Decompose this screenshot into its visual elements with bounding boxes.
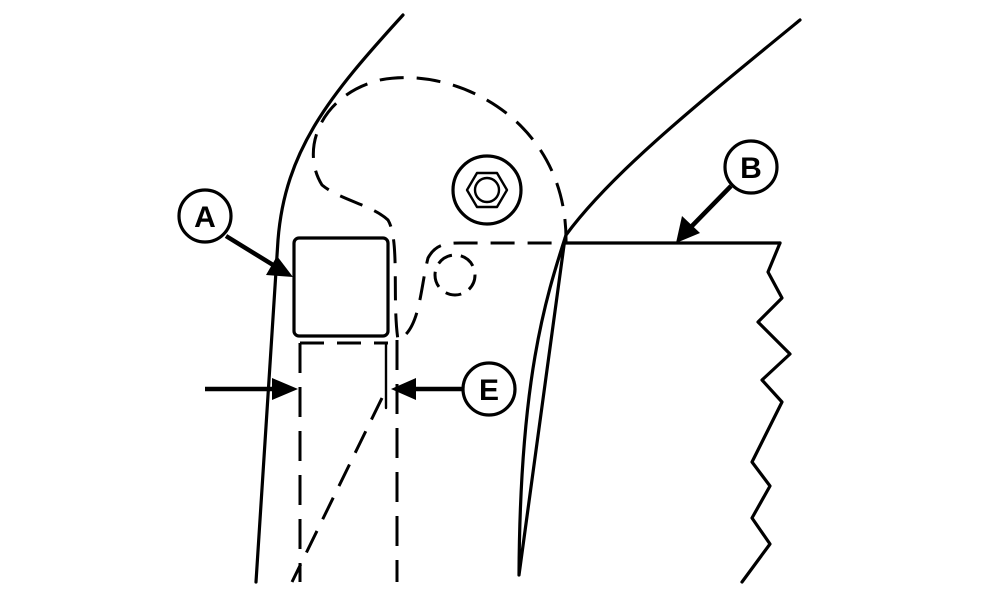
- callout-a-label: A: [194, 201, 216, 234]
- callout-e: E: [461, 361, 517, 417]
- dimension-e-left-arrow: [205, 378, 298, 400]
- plate-b-break-edge: [740, 241, 792, 584]
- callout-e-label: E: [479, 374, 499, 407]
- callout-a-leader: [224, 234, 293, 277]
- block-a: [292, 236, 390, 338]
- dimension-e-right-arrow: [391, 378, 466, 400]
- block-a-diagonal: [290, 397, 384, 583]
- callout-b-leader: [676, 184, 733, 243]
- right-panel-outline: [517, 18, 802, 577]
- hidden-pivot-circle: [433, 253, 477, 297]
- callout-b-label: B: [740, 152, 762, 185]
- left-frame-outline: [254, 13, 405, 584]
- callout-a: A: [177, 188, 233, 244]
- callout-b: B: [723, 139, 779, 195]
- hex-nut: [451, 154, 523, 226]
- hidden-hinge-bracket: [311, 76, 568, 343]
